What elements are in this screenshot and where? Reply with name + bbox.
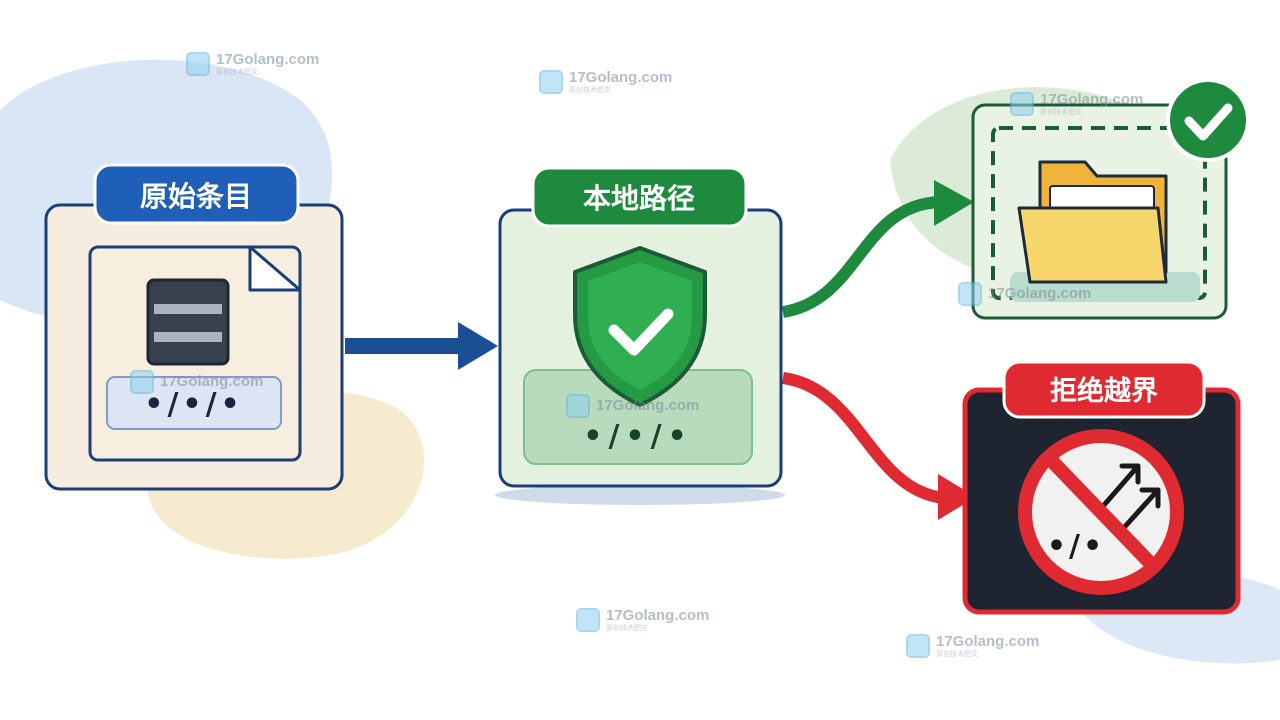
watermark: 17Golang.com <box>566 394 699 418</box>
local-path-panel: •/•/• 本地路径 <box>495 166 785 505</box>
local-path-label: 本地路径 <box>583 182 695 215</box>
database-icon <box>146 278 230 366</box>
watermark-text: 17Golang.com <box>216 51 320 68</box>
local-path-shadow <box>495 485 785 505</box>
rejected-panel: •/• 拒绝越界 <box>962 360 1241 615</box>
original-entry-label: 原始条目 <box>140 180 252 213</box>
watermark-text: 17Golang.com <box>988 284 1092 302</box>
watermark-logo-icon <box>958 282 982 306</box>
folder-icon <box>1017 160 1168 284</box>
watermark-subtext: 原创技术图文 <box>606 624 648 632</box>
watermark-text: 17Golang.com <box>606 607 710 624</box>
watermark: 17Golang.com <box>130 370 263 394</box>
watermark-text: 17Golang.com <box>569 69 673 86</box>
shield-check-icon <box>573 246 707 407</box>
check-badge-icon <box>1166 78 1250 162</box>
watermark-subtext: 原创技术图文 <box>936 650 978 658</box>
watermark-logo-icon <box>539 70 563 94</box>
sandbox-boundary <box>991 126 1207 300</box>
watermark-subtext: 原创技术图文 <box>216 68 258 76</box>
reject-label: 拒绝越界 <box>1050 375 1158 407</box>
watermark-subtext: 原创技术图文 <box>569 86 611 94</box>
watermark-text: 17Golang.com <box>160 372 264 390</box>
watermark-text: 17Golang.com <box>936 633 1040 650</box>
watermark-logo-icon <box>130 370 154 394</box>
watermark-logo-icon <box>1010 92 1034 116</box>
arrow-rejected <box>781 372 976 520</box>
original-entry-panel: •/•/• 原始条目 <box>44 163 344 491</box>
arrow-allowed <box>781 180 974 318</box>
watermark-logo-icon <box>566 394 590 418</box>
up-arrows-icon <box>1095 463 1161 535</box>
arrow-to-local-path <box>345 322 498 370</box>
watermark-logo-icon <box>576 608 600 632</box>
watermark-logo-icon <box>186 52 210 76</box>
original-entry-label-bg <box>93 163 300 225</box>
local-path-label-bg <box>531 166 748 228</box>
document-fold-corner <box>248 245 302 292</box>
reject-label-bg <box>1002 360 1206 419</box>
allowed-folder-panel <box>971 78 1250 320</box>
watermark-text: 17Golang.com <box>596 396 700 414</box>
prohibited-traversal-icon: •/• <box>1018 429 1184 595</box>
watermark-subtext: 原创技术图文 <box>1040 108 1082 116</box>
blocked-path-symbol: •/• <box>1047 529 1105 564</box>
watermark: 17Golang.com <box>958 282 1091 306</box>
prohibited-slash <box>1043 453 1159 571</box>
watermark-logo-icon <box>906 634 930 658</box>
local-path-symbol: •/•/• <box>583 419 692 454</box>
watermark-text: 17Golang.com <box>1040 91 1144 108</box>
original-path-symbol: •/•/• <box>144 387 243 422</box>
